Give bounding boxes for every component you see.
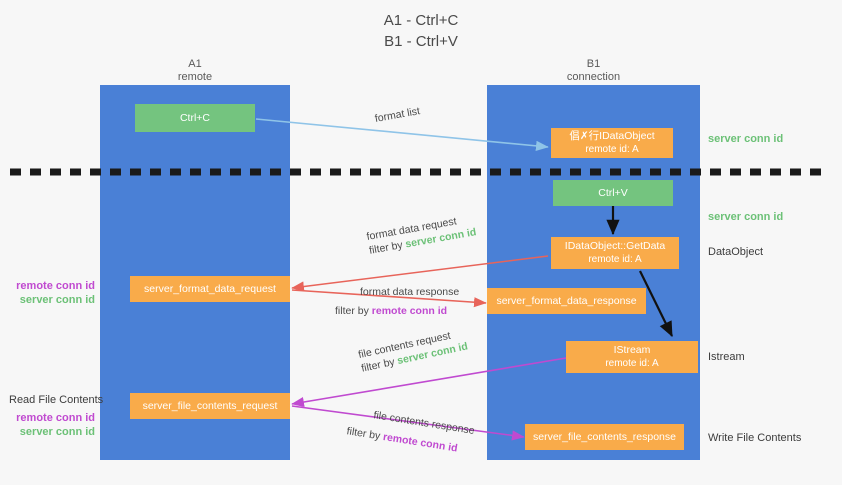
box-server-file-contents-response-label: server_file_contents_response [532, 430, 676, 443]
title-line-2: B1 - Ctrl+V [384, 33, 458, 50]
box-server-file-contents-response[interactable]: server_file_contents_response [525, 424, 684, 450]
column-a1-name: A1 [188, 58, 202, 70]
right-label-istream: Istream [708, 351, 745, 363]
page-title: A1 - Ctrl+C B1 - Ctrl+V [0, 10, 842, 52]
left-label-server-conn-id-lower: server conn id [19, 426, 95, 438]
box-istream[interactable]: IStream remote id: A [566, 341, 698, 373]
left-label-read-file-contents: Read File Contents [9, 394, 104, 406]
box-server-file-contents-request[interactable]: server_file_contents_request [130, 393, 290, 419]
left-label-remote-conn-id-lower: remote conn id [16, 412, 95, 424]
right-label-write-file-contents: Write File Contents [708, 432, 802, 444]
box-ctrl-v[interactable]: Ctrl+V [553, 180, 673, 206]
label-format-data-response: format data response filter by remote co… [335, 285, 460, 318]
column-a1-sub: remote [177, 71, 213, 83]
arrow-file-contents-response [291, 405, 525, 441]
right-label-server-conn-id-mid: server conn id [708, 211, 784, 223]
arrow-format-list [255, 118, 549, 151]
left-label-group-upper: remote conn id server conn id [10, 279, 95, 307]
box-idataobject-remote-id: remote id: A [585, 144, 639, 155]
box-ctrl-v-label: Ctrl+V [598, 186, 628, 199]
right-label-server-conn-id-top: server conn id [708, 133, 784, 145]
arrow-getdata-to-istream [639, 270, 673, 337]
box-idataobject[interactable]: 倡✗行IDataObject remote id: A [551, 128, 673, 158]
arrow-file-contents-request [291, 357, 567, 408]
box-server-format-data-request[interactable]: server_format_data_request [130, 276, 290, 302]
column-b1-name: B1 [586, 58, 601, 70]
box-ctrl-c[interactable]: Ctrl+C [135, 104, 255, 132]
left-label-server-conn-id-upper: server conn id [19, 294, 95, 306]
box-getdata-title: IDataObject::GetData [564, 240, 666, 252]
column-header-a1: A1 remote [100, 58, 290, 84]
box-ctrl-c-label: Ctrl+C [179, 111, 211, 124]
label-format-data-response-line1: format data response [360, 286, 460, 298]
box-istream-title: IStream [613, 344, 651, 356]
token-remote-conn-id: remote conn id [371, 305, 448, 317]
title-line-1: A1 - Ctrl+C [383, 12, 459, 29]
label-format-data-response-filter: filter by remote conn id [335, 305, 448, 317]
box-server-file-contents-request-label: server_file_contents_request [142, 399, 278, 412]
box-server-format-data-response[interactable]: server_format_data_response [487, 288, 646, 314]
left-label-group-lower: remote conn id server conn id [10, 411, 95, 439]
box-idataobject-title: 倡✗行IDataObject [569, 130, 655, 142]
box-server-format-data-response-label: server_format_data_response [496, 294, 637, 307]
column-header-b1: B1 connection [487, 58, 700, 84]
column-b1-sub: connection [566, 71, 621, 83]
box-istream-remote-id: remote id: A [605, 358, 659, 369]
left-label-remote-conn-id-upper: remote conn id [16, 280, 95, 292]
box-getdata-remote-id: remote id: A [588, 254, 642, 265]
arrow-format-data-response [291, 289, 487, 308]
arrow-format-data-request [291, 255, 549, 292]
right-label-dataobject: DataObject [708, 246, 764, 258]
box-server-format-data-request-label: server_format_data_request [144, 282, 276, 295]
box-idataobject-getdata[interactable]: IDataObject::GetData remote id: A [551, 237, 679, 269]
